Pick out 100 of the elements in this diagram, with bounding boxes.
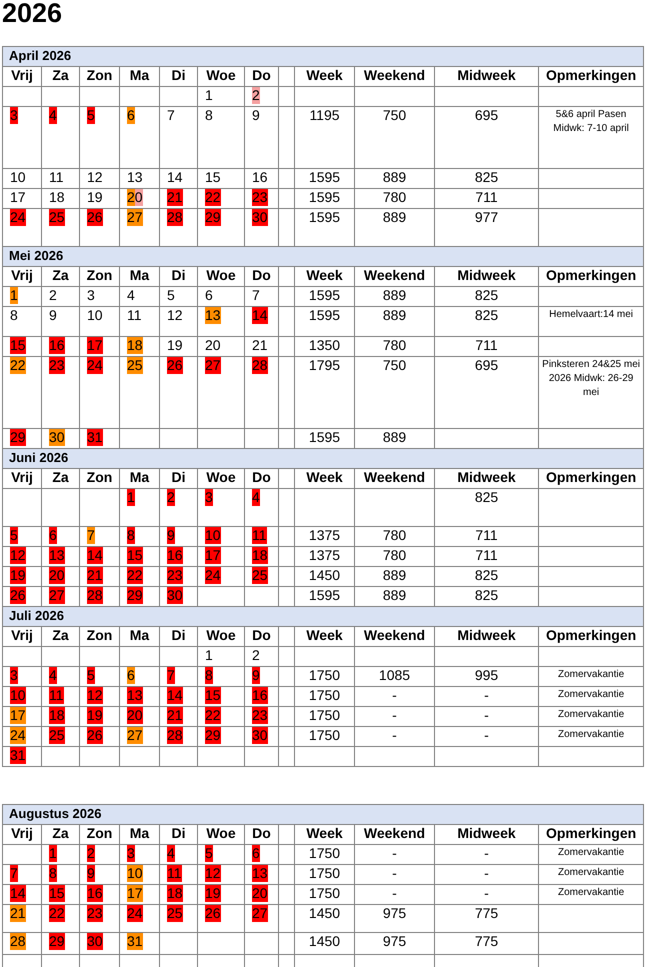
column-header: Do [252, 268, 271, 284]
day-number: 4 [167, 846, 175, 862]
day-number: 3 [87, 288, 95, 304]
column-header: Weekend [364, 826, 426, 842]
day-number: 29 [205, 728, 221, 744]
month-heading: Mei 2026 [2, 246, 644, 266]
price-value: 1375 [308, 528, 340, 544]
day-number: 28 [87, 588, 103, 604]
column-header: Week [306, 268, 343, 284]
day-number: 13 [49, 548, 65, 564]
day-number: 2 [167, 490, 175, 506]
day-number: 24 [205, 568, 221, 584]
price-value: 995 [474, 668, 498, 684]
day-number: 21 [167, 708, 183, 724]
column-header: Do [252, 628, 271, 644]
day-number: 21 [87, 568, 103, 584]
day-number: 5 [87, 108, 95, 124]
price-value: 825 [474, 170, 498, 186]
price-value: 750 [382, 108, 406, 124]
day-number: 7 [252, 288, 260, 304]
price-value: 889 [382, 568, 406, 584]
column-header: Woe [206, 68, 236, 84]
day-number: 11 [252, 528, 267, 544]
month-heading: Juni 2026 [2, 448, 644, 468]
column-header: Midweek [457, 68, 516, 84]
day-number: 20 [205, 338, 221, 354]
day-number: 2 [49, 288, 57, 304]
remark-text: Pinksteren 24&25 mei 2026 Midwk: 26-29 mei [541, 358, 641, 400]
remark-text: Zomervakantie [558, 846, 624, 860]
price-value: - [392, 866, 397, 882]
day-number: 2 [252, 648, 260, 664]
price-value: 775 [474, 906, 498, 922]
remark-text: Zomervakantie [558, 866, 624, 880]
remark-text: 5&6 april Pasen Midwk: 7-10 april [552, 108, 630, 136]
day-number: 23 [252, 190, 268, 206]
price-value: 889 [382, 210, 406, 226]
day-number: 3 [10, 108, 18, 124]
day-number: 21 [167, 190, 183, 206]
day-number: 20 [252, 886, 268, 902]
day-number: 30 [87, 934, 103, 950]
day-number: 19 [87, 190, 103, 206]
column-header: Week [306, 826, 343, 842]
day-number: 8 [10, 308, 18, 324]
price-value: 1750 [308, 866, 340, 882]
column-header: Zon [86, 628, 112, 644]
day-number: 19 [10, 568, 26, 584]
day-number: 19 [87, 708, 103, 724]
day-number: 2 [252, 88, 260, 104]
price-value: 889 [382, 288, 406, 304]
day-number: 12 [10, 548, 26, 564]
day-number: 14 [252, 308, 268, 324]
column-header: Weekend [364, 628, 426, 644]
column-header: Midweek [457, 826, 516, 842]
day-number: 29 [49, 934, 65, 950]
day-number: 17 [87, 338, 103, 354]
day-number: 26 [205, 906, 221, 922]
price-value: 889 [382, 430, 406, 446]
day-number: 23 [252, 708, 268, 724]
price-value: 695 [474, 358, 498, 374]
day-number: 27 [49, 588, 65, 604]
column-header: Ma [130, 268, 150, 284]
column-header: Ma [130, 628, 150, 644]
column-header: Opmerkingen [546, 268, 636, 284]
column-header: Weekend [364, 470, 426, 486]
day-number: 24 [87, 358, 103, 374]
day-number: 1 [205, 88, 213, 104]
day-number: 24 [127, 906, 143, 922]
price-value: 780 [382, 190, 406, 206]
day-number: 4 [49, 668, 57, 684]
day-number: 31 [127, 934, 143, 950]
day-number: 10 [127, 866, 143, 882]
day-number: 25 [49, 210, 65, 226]
column-header: Weekend [364, 268, 426, 284]
day-number: 1 [127, 490, 135, 506]
column-header: Di [172, 628, 186, 644]
day-number: 14 [10, 886, 26, 902]
day-number: 19 [205, 886, 221, 902]
column-header: Za [52, 470, 69, 486]
day-number: 16 [252, 170, 268, 186]
day-number: 6 [252, 846, 260, 862]
day-number: 16 [87, 886, 103, 902]
price-value: 975 [382, 906, 406, 922]
price-value: 1595 [308, 170, 340, 186]
day-number: 23 [87, 906, 103, 922]
day-number: 10 [87, 308, 103, 324]
day-number: 18 [167, 886, 183, 902]
column-header: Woe [206, 628, 236, 644]
day-number: 7 [87, 528, 95, 544]
day-number: 10 [10, 170, 26, 186]
day-number: 27 [127, 210, 143, 226]
day-number: 24 [10, 210, 26, 226]
day-number: 9 [167, 528, 175, 544]
day-number: 9 [252, 108, 260, 124]
price-value: 711 [475, 190, 498, 206]
price-value: 1595 [308, 210, 340, 226]
column-header: Do [252, 68, 271, 84]
remark-text: Zomervakantie [558, 668, 624, 682]
day-number: 30 [167, 588, 183, 604]
column-header: Vrij [11, 268, 33, 284]
day-number: 21 [10, 906, 26, 922]
